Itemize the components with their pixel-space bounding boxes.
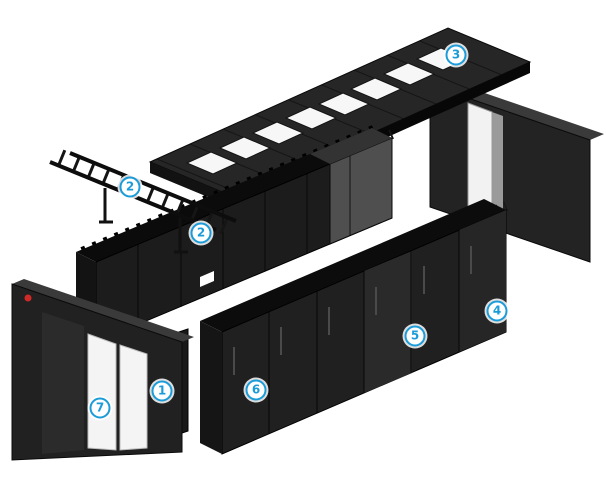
- rear-row-gray-unit-top: [310, 128, 392, 164]
- callout-number: 5: [410, 328, 420, 343]
- skylight-window: [284, 106, 338, 130]
- callout-number: 4: [492, 303, 502, 318]
- callout-rack-row-front: 6: [245, 379, 267, 401]
- door-indicator-light: [24, 294, 32, 302]
- callout-rack-end-panel: 4: [486, 300, 508, 322]
- callout-number: 6: [251, 382, 261, 397]
- skylight-window: [218, 136, 272, 160]
- skylight-window: [251, 121, 305, 145]
- front-row-rack-seams: [268, 230, 460, 434]
- ceiling-skylight-windows: [185, 47, 469, 175]
- skylight-window: [382, 62, 436, 86]
- sliding-door-left: [87, 333, 117, 451]
- rack-row-front: [200, 199, 508, 455]
- callout-number: 2: [125, 179, 135, 194]
- end-wall-gray-panel: [492, 112, 503, 231]
- door-wall-top-face: [12, 279, 194, 342]
- rack-row-rear: [76, 123, 394, 343]
- front-row-end-panel: [459, 210, 506, 352]
- front-row-light-rack: [364, 251, 412, 393]
- callout-number: 7: [95, 400, 105, 415]
- containment-door-wall: [11, 279, 194, 461]
- rack-door-handles: [233, 246, 472, 375]
- front-row-top-face: [200, 199, 506, 332]
- callout-rack-row-rear: 5: [404, 325, 426, 347]
- skylight-window: [185, 151, 239, 175]
- ladder-rail: [69, 151, 237, 223]
- door-wall-side-panel: [42, 312, 84, 454]
- rear-row-top-face: [76, 128, 392, 262]
- callout-ceiling-panel-assembly: 3: [445, 44, 467, 66]
- rear-row-rack-seams: [137, 156, 351, 324]
- callout-number: 1: [157, 383, 167, 398]
- rear-row-gray-unit: [329, 137, 393, 245]
- ladder-support-posts: [99, 188, 188, 254]
- callout-number: 3: [451, 47, 461, 62]
- front-row-end-face: [200, 321, 222, 454]
- callout-number: 2: [196, 225, 206, 240]
- callout-aisle-end-door: 1: [151, 380, 173, 402]
- callout-overhead-cable-trough: 2: [190, 222, 212, 244]
- callout-cable-ladder: 2: [119, 176, 141, 198]
- rack-logo-plate: [200, 271, 214, 287]
- sliding-door-right: [119, 344, 148, 451]
- callout-containment-end-wall-door: 7: [89, 397, 111, 419]
- skylight-window: [349, 77, 403, 101]
- skylight-window: [317, 92, 371, 116]
